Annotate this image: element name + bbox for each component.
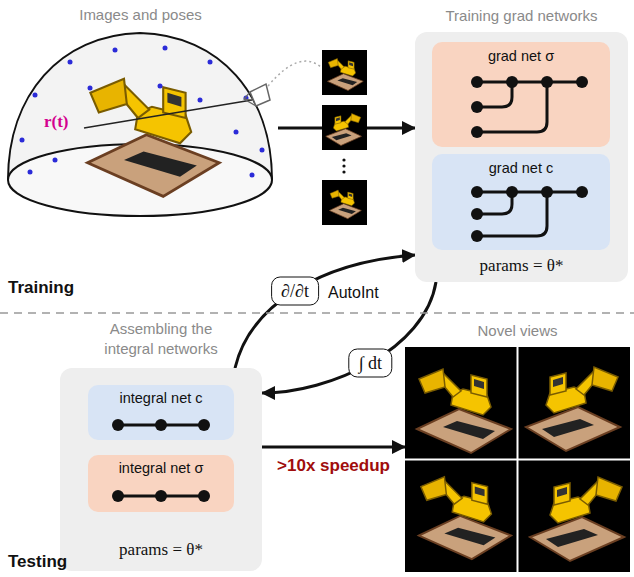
network-neurons (471, 76, 588, 138)
graphic (155, 419, 167, 431)
network-lines (477, 82, 582, 132)
graphic (471, 208, 483, 220)
heading-text: Assembling the integral networks (96, 319, 226, 360)
graphic (342, 158, 345, 161)
graphic (112, 419, 124, 431)
graphic (506, 76, 518, 88)
graphic (477, 192, 547, 236)
bulldozer-scene (88, 79, 220, 197)
image-background (405, 347, 630, 572)
connector-arrow (262, 446, 405, 449)
network-box: integral net σ (88, 455, 234, 512)
graphic (198, 419, 210, 431)
graphic (68, 60, 73, 65)
network-box: integral net c (88, 385, 234, 440)
graphic (541, 186, 553, 198)
section-label: Testing (8, 552, 67, 572)
graphic (471, 101, 483, 113)
novel-view-grid (405, 347, 630, 572)
box-text: integral net c (119, 390, 202, 406)
network-panel: Assembling the integral networksparams =… (60, 368, 262, 571)
input-image-scene (329, 190, 361, 219)
graphic (477, 81, 582, 84)
heading-text: Images and poses (79, 5, 202, 25)
graphic (20, 138, 25, 143)
novel-view-scene (530, 477, 624, 561)
camera-dots (20, 46, 265, 178)
box-text: grad net c (489, 160, 554, 176)
connector-arrow (278, 127, 415, 130)
graphic (33, 93, 38, 98)
heading-text: Training grad networks (445, 6, 597, 26)
graphic (342, 164, 345, 167)
camera-frustum (250, 84, 270, 106)
graphic (163, 46, 168, 51)
ray-label: r(t) (44, 112, 69, 132)
box-text: integral net σ (119, 460, 204, 476)
graphic (208, 60, 213, 65)
input-image (322, 50, 367, 95)
network-box: grad net c (432, 154, 610, 250)
box-text: params = θ* (480, 256, 564, 276)
speedup-label: >10x speedup (277, 456, 390, 476)
novel-view-scene (526, 367, 620, 451)
graphic (28, 170, 33, 175)
box-text: params = θ* (119, 540, 203, 560)
network-box: grad net σ (432, 42, 610, 147)
network-neurons (112, 419, 210, 431)
separator-line (0, 312, 634, 314)
graphic (260, 148, 265, 153)
dome (8, 33, 272, 180)
network-neurons (471, 186, 588, 242)
graphic (244, 96, 249, 101)
scene-region: Images and poses (3, 3, 278, 198)
section-label: Training (8, 278, 74, 298)
graphic (471, 230, 483, 242)
graphic (53, 158, 58, 163)
graphic (506, 186, 518, 198)
ellipsis-dots (342, 158, 345, 173)
method-label: AutoInt (328, 284, 379, 302)
graphic (198, 490, 210, 502)
graphic (471, 76, 483, 88)
input-image-scene (328, 59, 364, 91)
novel-view-scene (419, 477, 511, 559)
graphic (342, 170, 345, 173)
leader-dotted (268, 61, 322, 86)
graphic (576, 186, 588, 198)
camera-apex (244, 92, 256, 106)
graphic (477, 82, 512, 107)
novel-view-scene (417, 369, 511, 453)
graphic (477, 191, 582, 194)
operator-label: ∂/∂t (271, 276, 319, 305)
graphic (471, 186, 483, 198)
grid-divider (405, 459, 630, 461)
camera-ray (84, 100, 252, 128)
graphic (250, 173, 255, 178)
input-image-scene (326, 114, 362, 146)
network-panel: Training grad networksparams = θ* grad n… (415, 32, 628, 282)
graphic (234, 130, 239, 135)
graphic (198, 98, 203, 103)
graphic (541, 76, 553, 88)
image-grid: Novel views (405, 347, 630, 572)
graphic (112, 490, 124, 502)
graphic (155, 490, 167, 502)
heading-text: Novel views (477, 321, 557, 341)
box-text: grad net σ (488, 48, 554, 64)
graphic (471, 126, 483, 138)
network-lines (477, 192, 582, 236)
dome-base (8, 144, 272, 216)
operator-label: ∫ dt (349, 349, 392, 378)
graphic (88, 86, 93, 91)
network-neurons (112, 490, 210, 502)
graphic (158, 84, 163, 89)
graphic (113, 48, 118, 53)
input-image (322, 180, 367, 225)
input-image (322, 105, 367, 150)
graphic (477, 82, 547, 132)
graphic (477, 192, 512, 214)
graphic (576, 76, 588, 88)
